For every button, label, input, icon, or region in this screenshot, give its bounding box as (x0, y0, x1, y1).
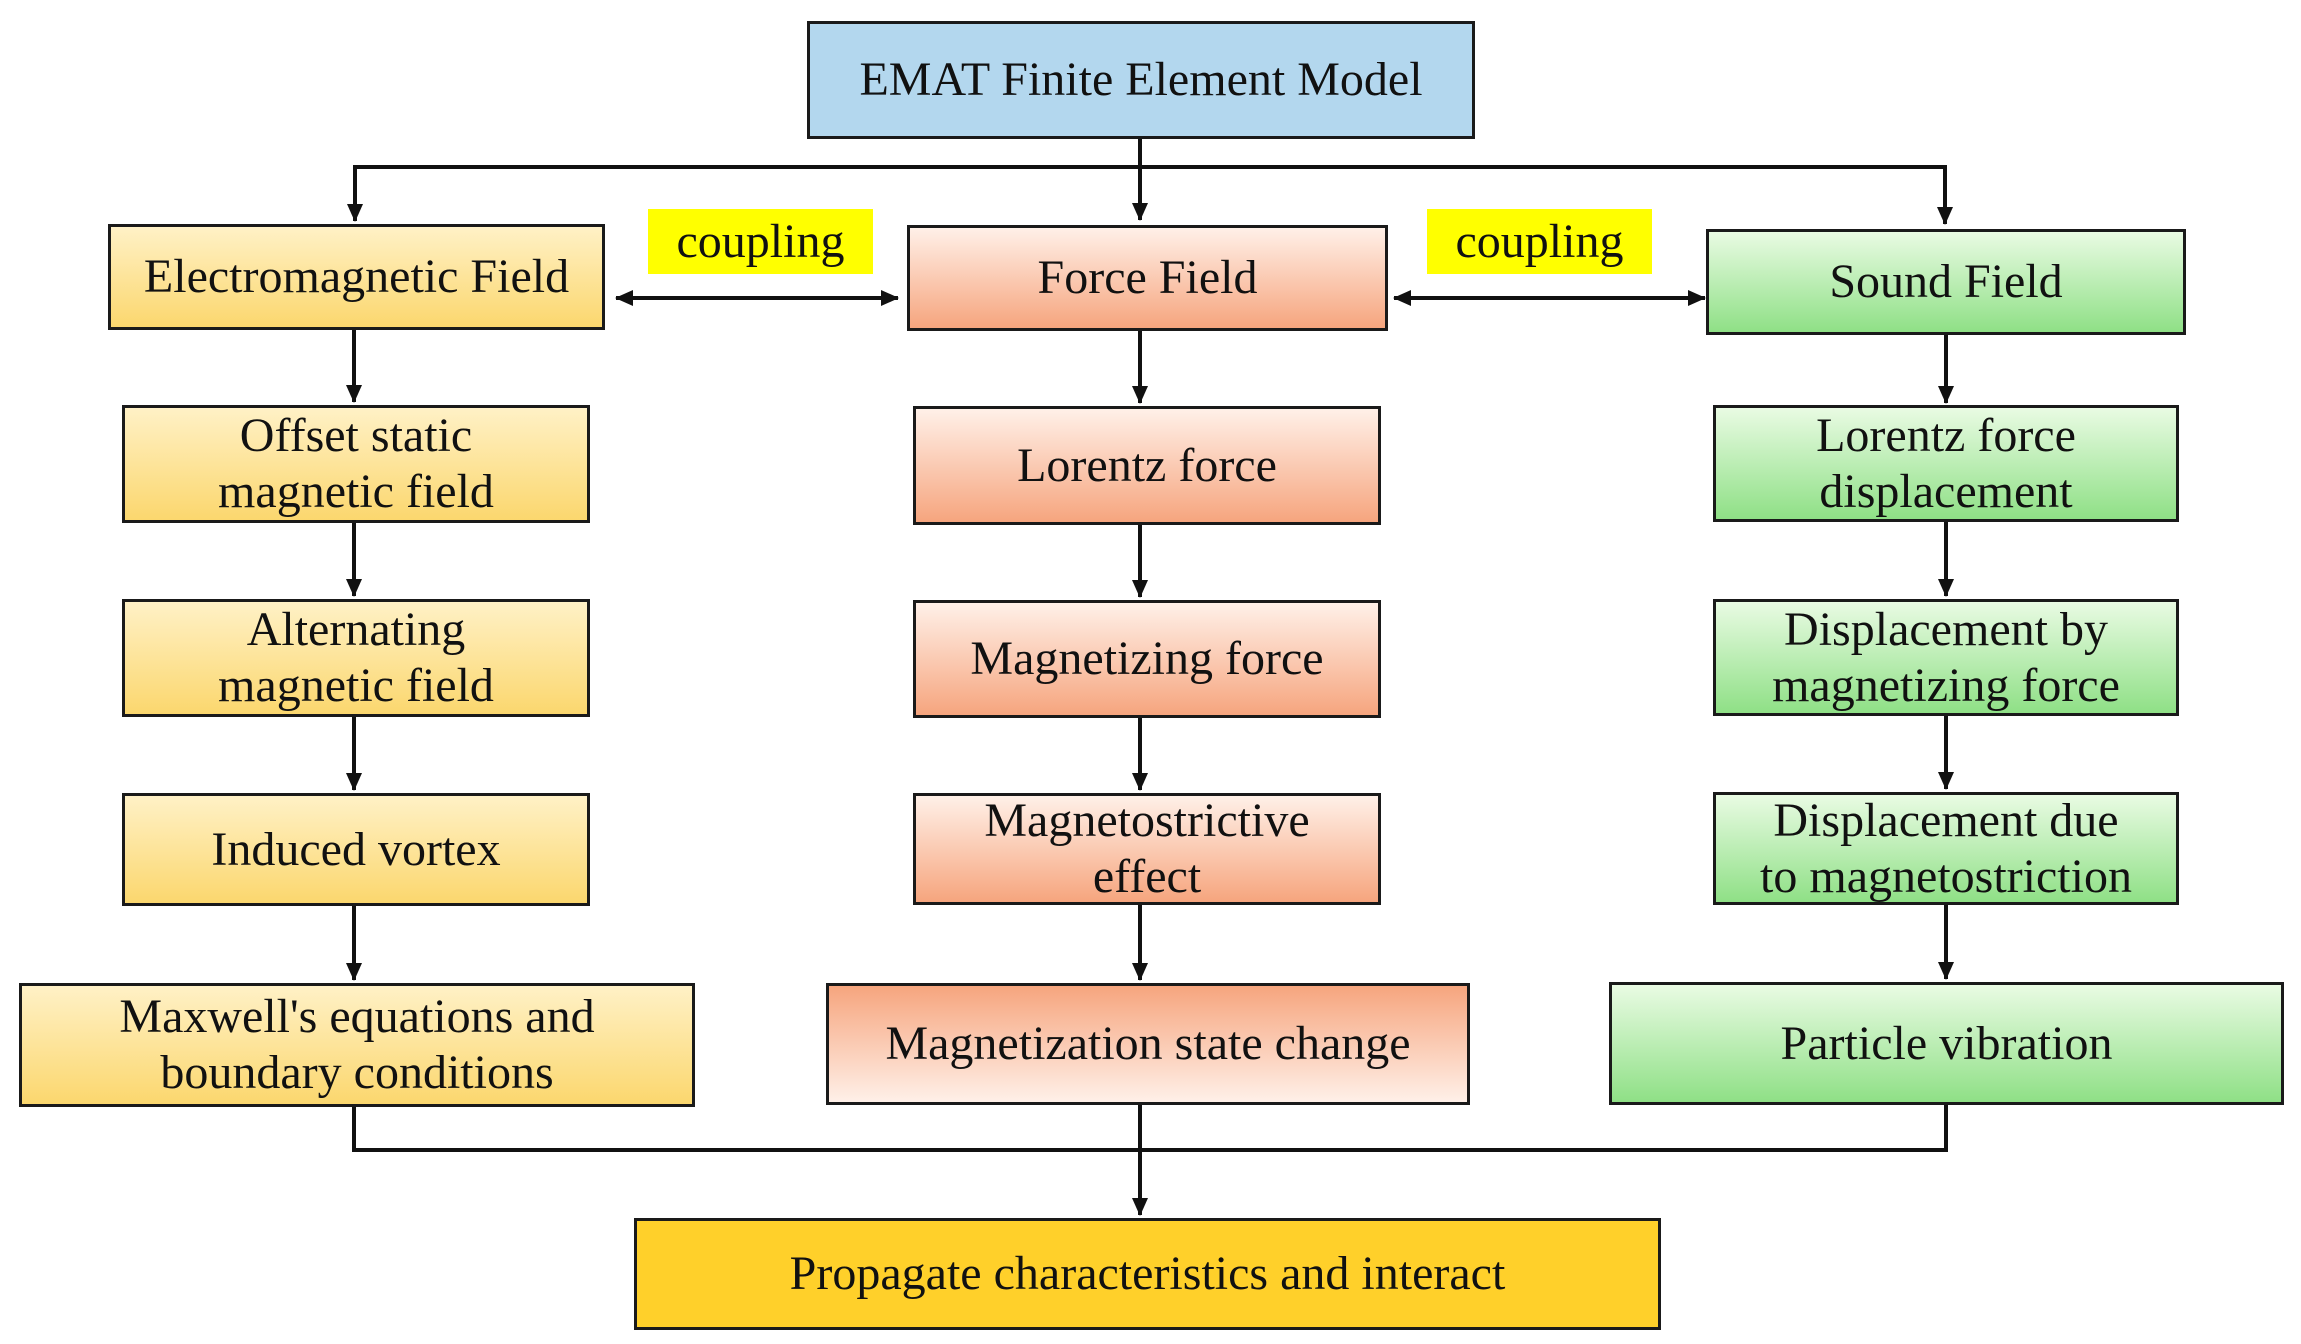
propagate-box: Propagate characteristics and interact (634, 1218, 1661, 1330)
sound-step-3-label: Displacement due to magnetostriction (1760, 793, 2132, 903)
em-step-3-label: Induced vortex (211, 822, 501, 876)
coupling-tag-right: coupling (1427, 209, 1652, 274)
coupling-label-left: coupling (676, 215, 845, 268)
force-field-box: Force Field (907, 225, 1388, 331)
force-step-4-label: Magnetization state change (885, 1017, 1411, 1070)
sound-step-2-label: Displacement by magnetizing force (1772, 602, 2120, 712)
arrow-top-split (353, 165, 1953, 225)
em-step-1: Offset static magnetic field (122, 405, 590, 523)
coupling-label-right: coupling (1455, 215, 1624, 268)
sound-step-3: Displacement due to magnetostriction (1713, 792, 2179, 905)
sound-step-4-label: Particle vibration (1780, 1016, 2113, 1070)
em-step-1-label: Offset static magnetic field (218, 409, 494, 518)
em-step-2: Alternating magnetic field (122, 599, 590, 717)
force-step-3: Magnetostrictive effect (913, 793, 1381, 905)
sound-step-1: Lorentz force displacement (1713, 405, 2179, 522)
electromagnetic-field-label: Electromagnetic Field (143, 250, 570, 303)
force-step-3-label: Magnetostrictive effect (984, 794, 1310, 903)
force-step-1: Lorentz force (913, 406, 1381, 525)
sound-step-2: Displacement by magnetizing force (1713, 599, 2179, 716)
force-step-2-label: Magnetizing force (970, 632, 1324, 685)
em-step-4-label: Maxwell's equations and boundary conditi… (119, 990, 595, 1099)
force-step-1-label: Lorentz force (1017, 438, 1277, 492)
merge-line (352, 1104, 1948, 1152)
em-step-4: Maxwell's equations and boundary conditi… (19, 983, 695, 1107)
emat-model-label: EMAT Finite Element Model (859, 53, 1423, 106)
electromagnetic-field-box: Electromagnetic Field (108, 224, 605, 330)
sound-step-4: Particle vibration (1609, 982, 2284, 1105)
sound-field-box: Sound Field (1706, 229, 2186, 335)
force-field-label: Force Field (1037, 251, 1258, 304)
force-step-2: Magnetizing force (913, 600, 1381, 718)
em-step-2-label: Alternating magnetic field (218, 603, 494, 712)
sound-field-label: Sound Field (1829, 255, 2063, 308)
force-step-4: Magnetization state change (826, 983, 1470, 1105)
coupling-tag-left: coupling (648, 209, 873, 274)
propagate-label: Propagate characteristics and interact (789, 1247, 1506, 1300)
emat-model-box: EMAT Finite Element Model (807, 21, 1475, 139)
em-step-3: Induced vortex (122, 793, 590, 906)
sound-step-1-label: Lorentz force displacement (1816, 408, 2076, 518)
